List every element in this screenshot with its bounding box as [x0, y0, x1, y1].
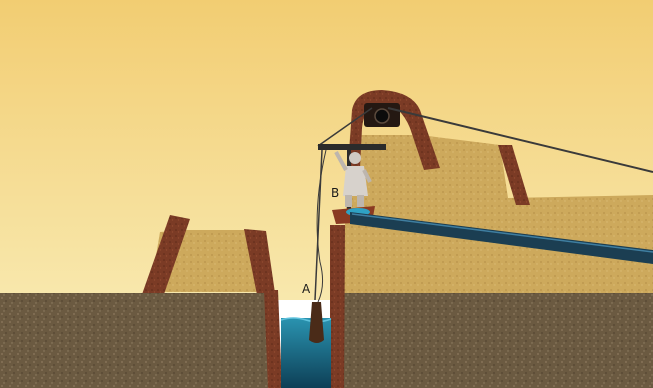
well-water: [281, 318, 331, 388]
pulley-wheel-icon: [375, 109, 389, 123]
well-wall-right: [330, 225, 345, 388]
frame-crossbeam: [318, 144, 386, 150]
ground-right: [330, 293, 653, 388]
label-point-a: A: [302, 282, 311, 296]
bucket: [309, 302, 324, 343]
label-point-b: B: [331, 186, 339, 200]
ground-left: [0, 293, 278, 388]
